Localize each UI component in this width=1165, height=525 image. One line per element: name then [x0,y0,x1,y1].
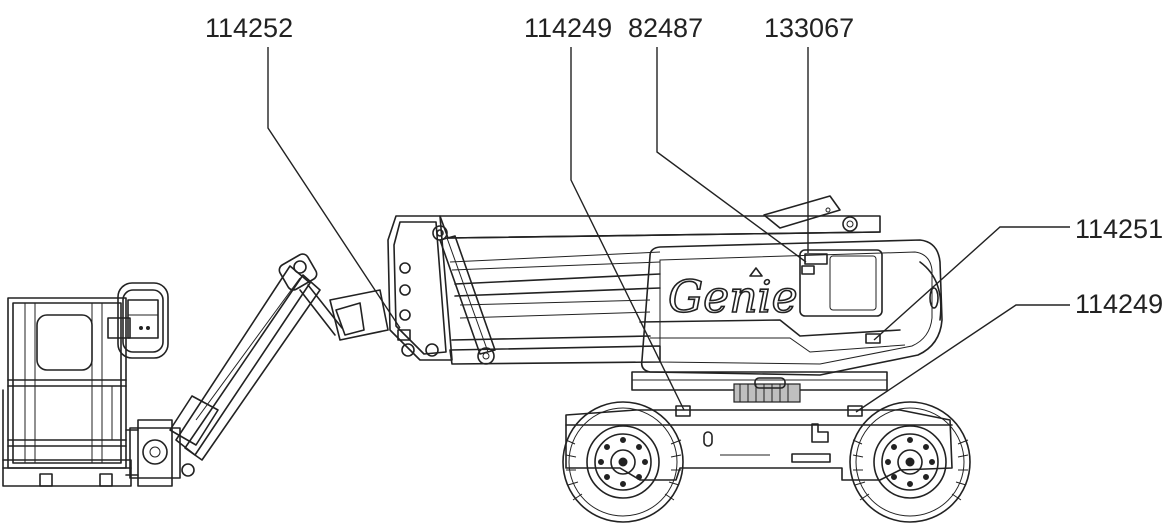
platform-basket [2,297,132,487]
callout-label-114251: 114251 [1075,214,1163,244]
jib-boom [169,253,343,477]
leader-82487 [656,47,807,263]
callout-label-114249-top: 114249 [524,13,612,43]
genie-logo: Genie [668,272,798,323]
decal-82487 [801,265,815,275]
leader-lines [267,47,1070,413]
leader-114249-right [855,304,1070,413]
turntable-cover: Genie [631,239,943,391]
decal-133067 [804,253,828,265]
callout-label-82487: 82487 [628,13,703,43]
decal-114251 [865,333,881,344]
leader-114252 [267,47,401,329]
boom-knuckle [329,215,453,361]
platform-control-box [107,282,169,359]
leader-114251 [873,226,1070,341]
lift-cylinder [439,235,496,365]
decal-114252 [397,329,411,341]
decal-114249-top [675,405,691,417]
callout-label-114249-right: 114249 [1075,289,1163,319]
tire-treads [565,439,969,501]
chassis [565,405,953,481]
callout-label-133067: 133067 [764,13,854,43]
leader-114249-top [570,47,685,411]
platform-rotator [125,419,181,487]
slewing-bearing [733,377,801,403]
callout-label-114252: 114252 [205,13,293,43]
right-wheel [849,401,971,523]
decal-114249-right [847,405,863,417]
left-wheel [562,401,684,523]
